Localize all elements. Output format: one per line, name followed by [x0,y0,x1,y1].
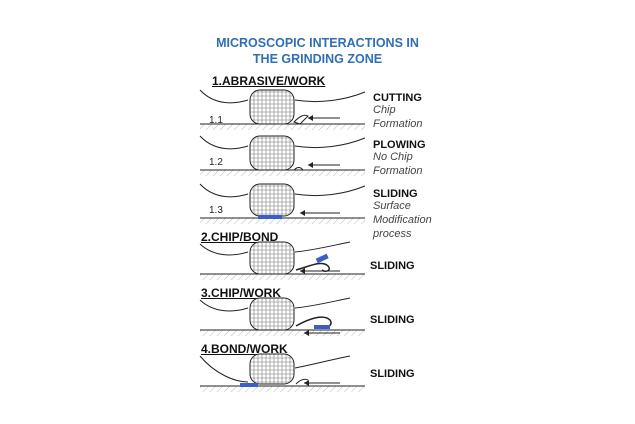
section-abrasive-work-heading: 1.ABRASIVE/WORK [212,74,326,88]
abrasive-grain [249,135,295,171]
workpiece [200,274,365,280]
chip-bond-contact-highlight [315,253,329,264]
workpiece [200,170,365,176]
panel-cutting-illustration [199,89,366,130]
arrow-head [300,210,305,216]
chip [295,378,309,385]
label-plowing: PLOWING [373,139,426,151]
abrasive-grain [249,353,295,385]
label-sliding-2: SLIDING [370,260,415,272]
workpiece [200,330,365,336]
diagram-title-line1: MICROSCOPIC INTERACTIONS IN [216,36,419,50]
abrasive-grain [249,183,295,217]
label-sliding-4: SLIDING [370,368,415,380]
label-sliding-1: SLIDING [373,188,418,200]
bond-line-right [294,91,366,103]
workpiece [200,124,365,130]
abrasive-grain [249,89,295,125]
label-sliding-1-line3: process [373,228,412,240]
panel-chip-bond-illustration [199,241,365,280]
sub-number-1-2: 1.2 [209,157,223,168]
label-sliding-3: SLIDING [370,314,415,326]
chip [293,114,309,125]
arrow-head [308,115,313,121]
chip-work-contact-highlight [314,325,330,329]
arrow-head [304,380,309,386]
diagram-title-line2: THE GRINDING ZONE [252,52,383,66]
abrasive-grain [249,297,295,331]
label-sliding-1-line2: Modification [373,214,432,226]
sub-number-1-3: 1.3 [209,205,223,216]
bond-work-contact-highlight [240,383,258,387]
section-bond-work-heading: 4.BOND/WORK [201,342,288,356]
arrow-head [300,268,305,274]
panel-bond-work-illustration [199,353,365,392]
label-cutting: CUTTING [373,92,422,104]
wear-flat-highlight [258,215,282,219]
bond-line-left [199,89,249,104]
panel-chip-work-illustration [199,297,365,336]
section-chip-bond-heading: 2.CHIP/BOND [201,230,279,244]
label-sliding-1-line1: Surface [373,200,411,212]
label-plowing-line1: No Chip [373,151,413,163]
abrasive-grain [249,241,295,275]
label-plowing-line2: Formation [373,165,423,177]
arrow-head [308,162,313,168]
label-cutting-line1: Chip [373,104,396,116]
label-cutting-line2: Formation [373,118,423,130]
panel-plowing-illustration [199,135,366,176]
workpiece [200,386,365,392]
sub-number-1-1: 1.1 [209,115,223,126]
section-chip-work-heading: 3.CHIP/WORK [201,286,282,300]
plowed-ridge [293,167,304,171]
panel-sliding-illustration [199,183,366,224]
workpiece [200,218,365,224]
curled-chip [295,262,331,272]
arrow-head [304,330,309,336]
